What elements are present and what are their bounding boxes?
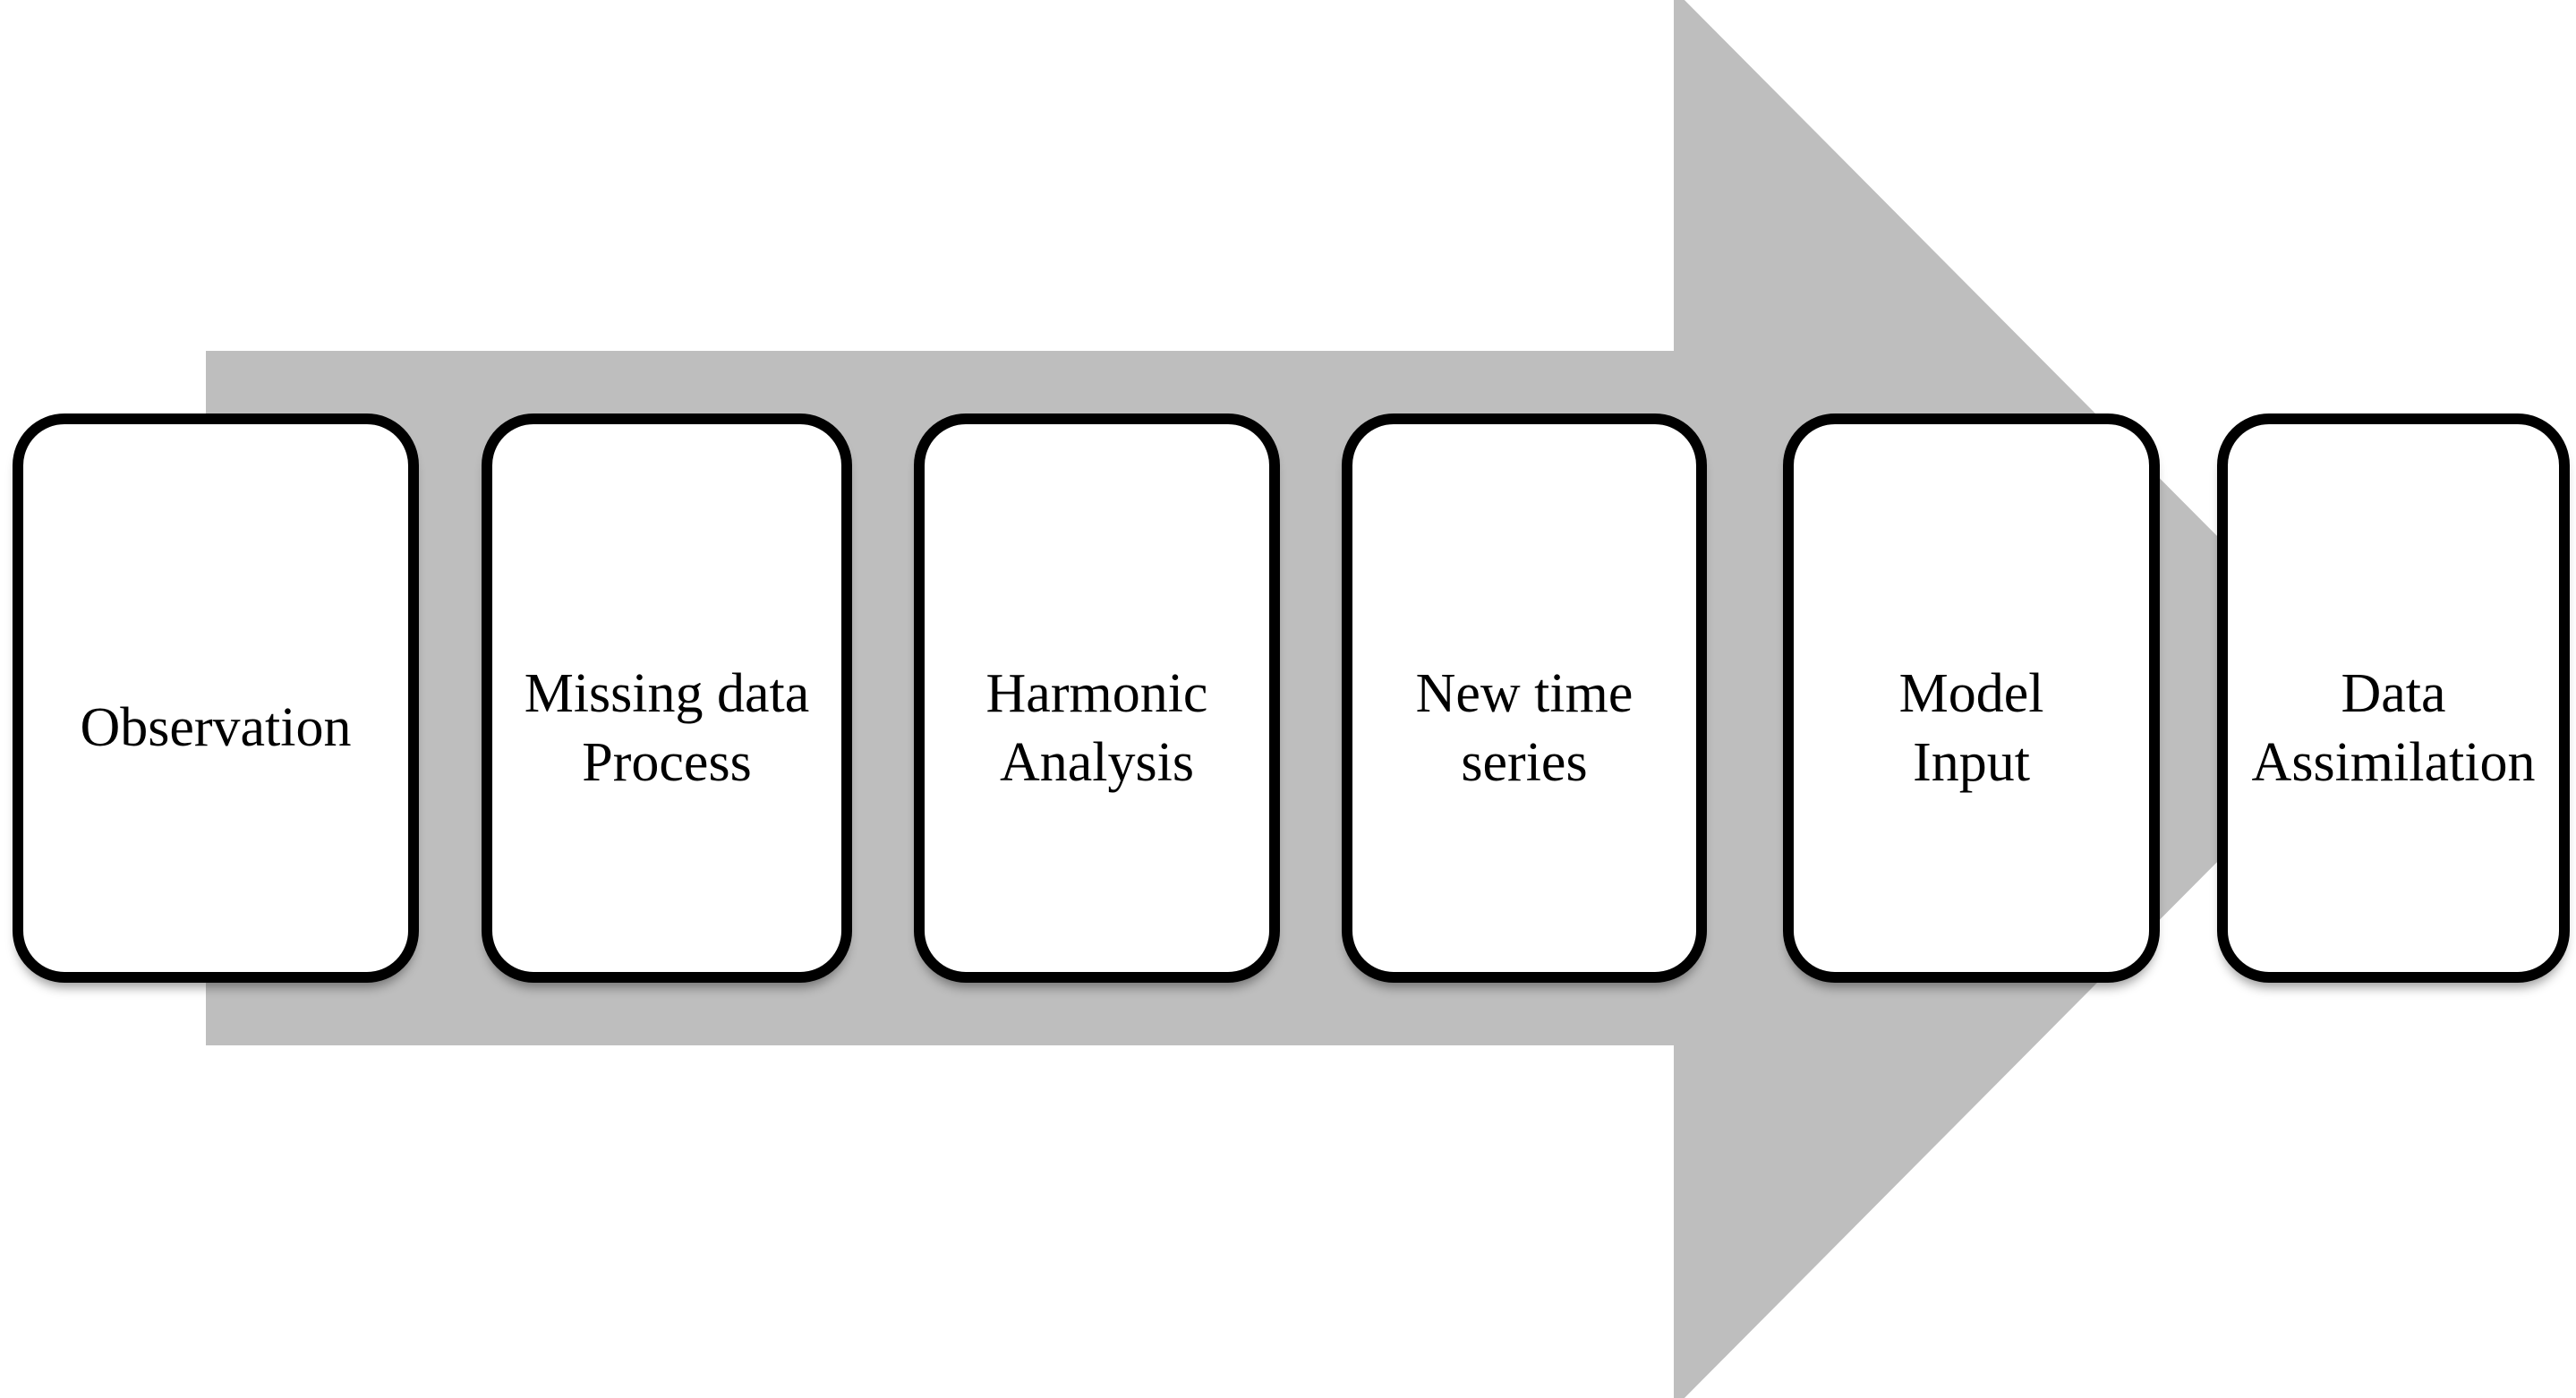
- process-step-model-input: Model Input: [1783, 413, 2160, 983]
- process-step-observation: Observation: [13, 413, 419, 983]
- process-step-new-time-series: New time series: [1342, 413, 1707, 983]
- process-step-label: Harmonic Analysis: [985, 662, 1208, 794]
- process-step-data-assimilation: Data Assimilation: [2217, 413, 2570, 983]
- process-step-label: Model Input: [1898, 662, 2044, 794]
- process-step-label: Data Assimilation: [2251, 662, 2536, 794]
- process-step-missing-data-process: Missing data Process: [482, 413, 852, 983]
- flow-arrow-shape: [206, 0, 2379, 1398]
- process-step-label: Missing data Process: [524, 662, 810, 794]
- process-step-label: New time series: [1415, 662, 1633, 794]
- process-step-label: Observation: [80, 697, 352, 759]
- process-step-harmonic-analysis: Harmonic Analysis: [914, 413, 1280, 983]
